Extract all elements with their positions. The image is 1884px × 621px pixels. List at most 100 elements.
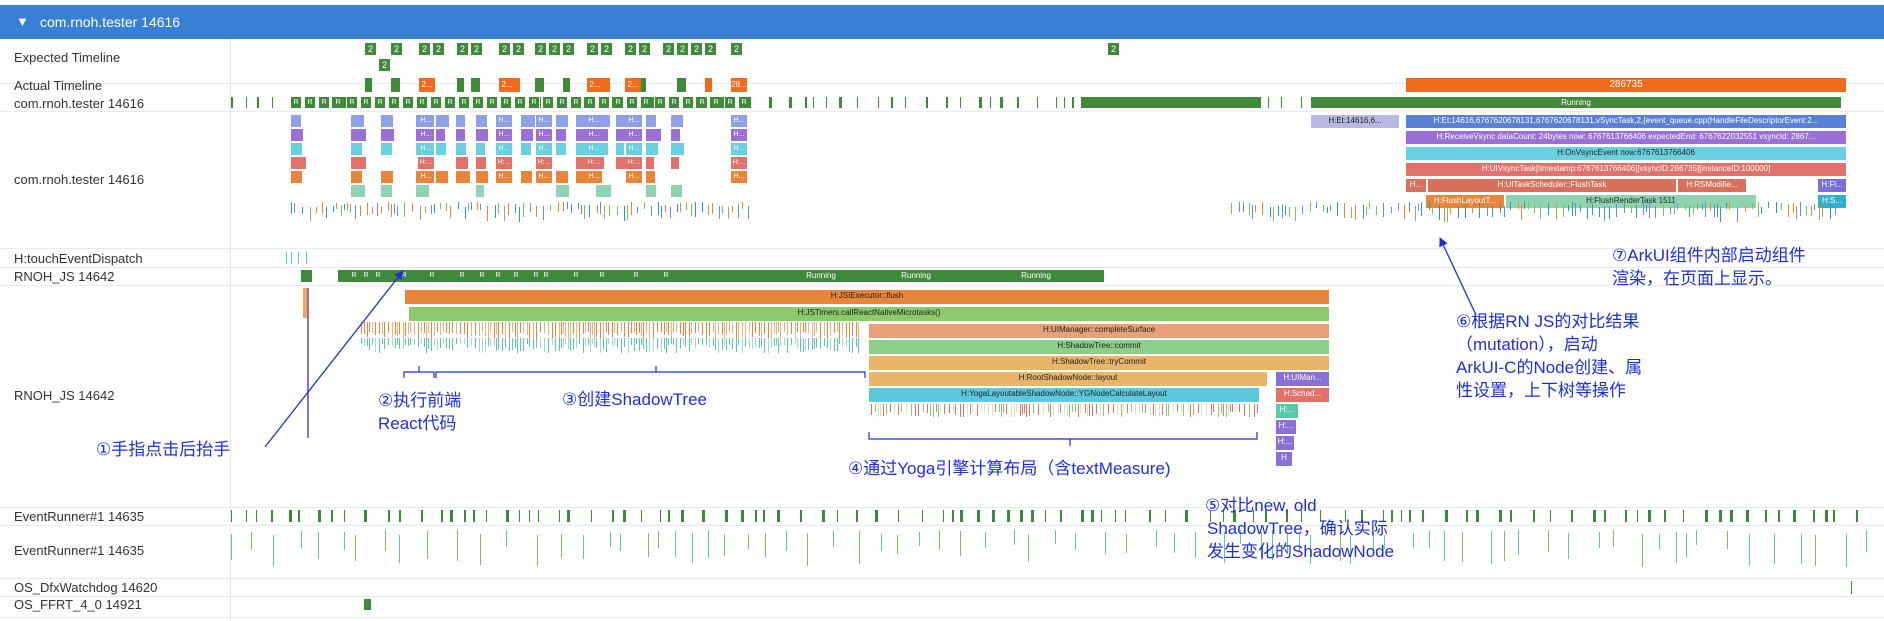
expected-frame[interactable]: 2	[691, 43, 702, 55]
slice-h1[interactable]: H:...	[1276, 404, 1298, 418]
eventrunner-main-track[interactable]	[231, 526, 1884, 578]
slice-uivsync[interactable]: H:UIVsyncTask[timestamp:6767613766406][v…	[1406, 163, 1846, 176]
js-run-mark[interactable]: R	[477, 270, 487, 282]
mini-slice-labeled[interactable]: H...	[418, 115, 434, 127]
js-sum-block[interactable]	[301, 270, 312, 282]
actual-frame[interactable]	[563, 78, 570, 92]
slice-onvsync[interactable]: H:OnVsyncEvent now:6767613766406	[1406, 147, 1846, 160]
js-run-mark[interactable]: R	[361, 270, 371, 282]
actual-frame-labeled[interactable]: 2...	[419, 78, 435, 92]
row-js-main[interactable]: RNOH_JS 14642 H:JSIExecutor::flush H:JST…	[0, 286, 1884, 508]
actual-frame[interactable]	[535, 78, 544, 92]
js-run-mark[interactable]: R	[511, 270, 521, 282]
mini-slice-labeled[interactable]: H:...	[418, 157, 434, 169]
js-run-mark[interactable]: R	[493, 270, 503, 282]
expected-frame[interactable]: 2	[457, 43, 468, 55]
expected-frame[interactable]: 2	[625, 43, 636, 55]
mini-slice-labeled[interactable]: H:...	[626, 157, 642, 169]
mini-slice-labeled[interactable]: H...	[731, 129, 747, 141]
expected-frame[interactable]: 2	[563, 43, 574, 55]
touch-tick[interactable]	[286, 252, 287, 264]
expected-frame[interactable]: 2	[365, 43, 376, 55]
slice-jsi-flush[interactable]: H:JSIExecutor::flush	[405, 290, 1329, 304]
ffrt-slice[interactable]	[364, 599, 371, 610]
mini-slice-labeled[interactable]: H:...	[536, 157, 552, 169]
row-touch-event[interactable]: H:touchEventDispatch	[0, 249, 1884, 268]
mini-slice-labeled[interactable]: H...	[418, 171, 434, 183]
slice-scheduler[interactable]: H:Sched...	[1276, 388, 1329, 402]
mini-slice-labeled[interactable]: H...	[496, 171, 512, 183]
expected-frame[interactable]: 2	[419, 43, 430, 55]
expected-frame[interactable]: 2	[639, 43, 650, 55]
expected-frame[interactable]: 2	[391, 43, 402, 55]
js-run-mark[interactable]: R	[597, 270, 607, 282]
slice-receive-vsync[interactable]: H:ReceiveVsync dataCount: 24bytes now: 6…	[1406, 131, 1846, 144]
row-actual-timeline[interactable]: Actual Timeline 286735 2...2...2...2...2…	[0, 76, 1884, 94]
ffrt-track[interactable]	[231, 597, 1884, 617]
actual-frame-long[interactable]: 286735	[1406, 78, 1846, 92]
mini-slice-labeled[interactable]: H:...	[496, 157, 512, 169]
expected-frame[interactable]: 2	[705, 43, 716, 55]
mini-slice-labeled[interactable]: H...	[536, 143, 552, 155]
summary-run[interactable]: R	[697, 97, 707, 108]
actual-frame-labeled[interactable]: 28...	[731, 78, 747, 92]
actual-frame[interactable]	[365, 78, 372, 92]
slice-h[interactable]: H...	[1406, 179, 1426, 192]
touch-tick[interactable]	[298, 252, 299, 264]
slice-shadow-trycommit[interactable]: H:ShadowTree::tryCommit	[869, 356, 1329, 370]
summary-run[interactable]: R	[683, 97, 693, 108]
expected-frame[interactable]: 2	[1108, 43, 1119, 55]
row-tester-main[interactable]: com.rnoh.tester 14616 H:Et:14616,6... H:…	[0, 112, 1884, 249]
js-run-mark[interactable]: R	[631, 270, 641, 282]
touch-tick[interactable]	[291, 252, 292, 264]
mini-slice-labeled[interactable]: H...	[731, 171, 747, 183]
summary-run[interactable]: R	[473, 97, 483, 108]
actual-frame[interactable]	[457, 78, 464, 92]
mini-slice-labeled[interactable]: H...	[536, 115, 552, 127]
js-run-mark[interactable]: R	[427, 270, 437, 282]
mini-slice-labeled[interactable]: H...	[586, 171, 602, 183]
actual-frame[interactable]	[391, 78, 400, 92]
summary-run[interactable]: R	[557, 97, 567, 108]
summary-run[interactable]: R	[319, 97, 329, 108]
watchdog-track[interactable]	[231, 579, 1884, 596]
summary-run[interactable]: R	[543, 97, 553, 108]
summary-run[interactable]: R	[669, 97, 679, 108]
summary-running[interactable]	[1081, 97, 1261, 108]
js-run-mark[interactable]: R	[399, 270, 409, 282]
summary-run[interactable]: R	[389, 97, 399, 108]
js-run-mark[interactable]: R	[661, 270, 671, 282]
summary-run[interactable]: R	[641, 97, 651, 108]
mini-slice-labeled[interactable]: H...	[536, 171, 552, 183]
summary-run[interactable]: R	[529, 97, 539, 108]
summary-run[interactable]: R	[291, 97, 301, 108]
row-watchdog[interactable]: OS_DfxWatchdog 14620	[0, 579, 1884, 597]
slice-complete-surface[interactable]: H:UIManager::completeSurface	[869, 324, 1329, 338]
slice-h4[interactable]: H	[1276, 452, 1292, 466]
summary-run[interactable]: R	[599, 97, 609, 108]
summary-run[interactable]: R	[655, 97, 665, 108]
js-main-track[interactable]: H:JSIExecutor::flush H:JSTimers.callReac…	[231, 286, 1884, 507]
process-header[interactable]: ▼ com.rnoh.tester 14616	[0, 5, 1884, 39]
js-run-mark[interactable]: R	[457, 270, 467, 282]
summary-run[interactable]: R	[515, 97, 525, 108]
expected-frame[interactable]: 2	[677, 43, 688, 55]
eventrunner-summary-track[interactable]	[231, 508, 1884, 525]
mini-slice-labeled[interactable]: H...	[626, 143, 642, 155]
slice-yoga-layout[interactable]: H:YogaLayoutableShadowNode::YGNodeCalcul…	[869, 388, 1259, 402]
actual-frame[interactable]	[471, 78, 480, 92]
actual-track[interactable]: 286735 2...2...2...2...28...	[231, 76, 1884, 94]
mini-slice-labeled[interactable]: H...	[626, 115, 642, 127]
actual-frame[interactable]	[705, 78, 712, 92]
mini-slice-labeled[interactable]: H...	[626, 129, 642, 141]
mini-slice-labeled[interactable]: H...	[731, 143, 747, 155]
expected-frame[interactable]: 2	[433, 43, 444, 55]
expected-frame[interactable]: 2	[535, 43, 546, 55]
js-run-mark[interactable]: R	[531, 270, 541, 282]
summary-run[interactable]: R	[403, 97, 413, 108]
mini-slice-labeled[interactable]: H...	[626, 171, 642, 183]
js-run-mark[interactable]: R	[373, 270, 383, 282]
js-touch-marker[interactable]	[307, 288, 309, 438]
